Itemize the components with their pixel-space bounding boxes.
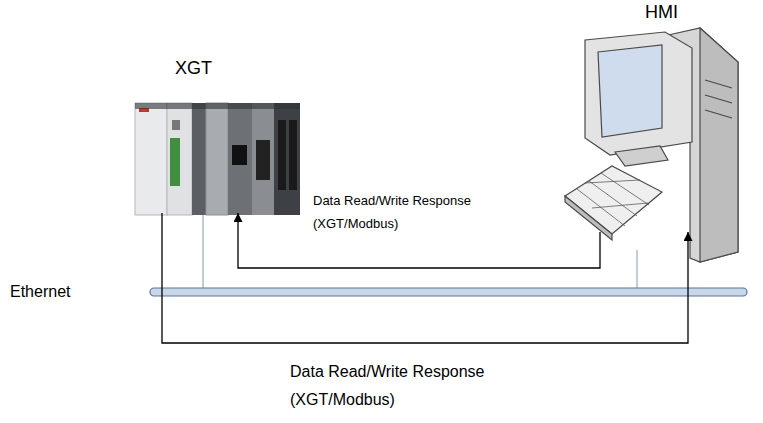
device-box: HMI	[560, 2, 742, 232]
drop-line	[637, 250, 638, 288]
device-label: HMI	[645, 2, 678, 23]
network-label: Ethernet	[10, 283, 70, 301]
drop-line	[203, 212, 204, 288]
edge-label: Data Read/Write Response (XGT/Modbus)	[311, 190, 484, 236]
edge-label: Data Read/Write Response (XGT/Modbus)	[288, 358, 500, 414]
computer-image	[565, 28, 738, 262]
ethernet-bus	[150, 288, 747, 296]
device-box: XGT	[135, 58, 300, 213]
plc-image	[135, 103, 300, 215]
device-label: XGT	[175, 58, 212, 79]
